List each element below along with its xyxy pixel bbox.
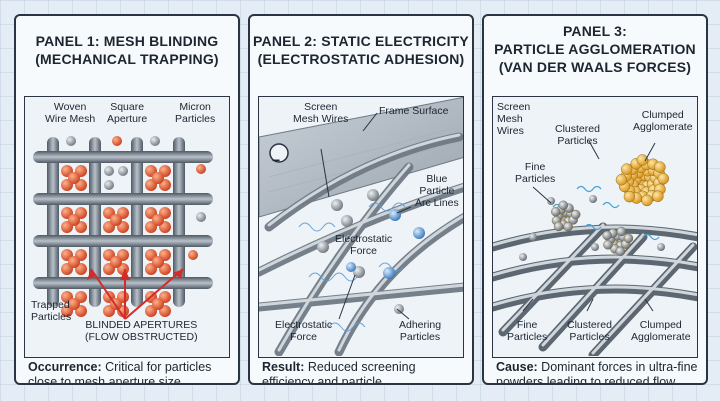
particle [589, 195, 597, 203]
panel-1-caption-text: Critical for particles close to mesh ape… [28, 360, 212, 385]
particle [623, 190, 636, 203]
panel-3-caption-text: Dominant forces in ultra-fine powders le… [496, 360, 698, 385]
particle [563, 221, 573, 232]
particle [68, 214, 80, 226]
particle [551, 207, 561, 217]
panel-2-title: PANEL 2: STATIC ELECTRICITY (ELECTROSTAT… [250, 32, 472, 68]
panel-2-caption-text: Reduced screening efficiency and particl… [262, 360, 416, 385]
panel-1-title-line-2: (MECHANICAL TRAPPING) [35, 51, 219, 67]
label-frame-surface: Frame Surface [379, 105, 449, 117]
particle [112, 136, 122, 146]
particle [68, 172, 80, 184]
panel-3-title-line-3: (VAN DER WAALS FORCES) [498, 59, 692, 75]
particle [152, 214, 164, 226]
panel-3-caption: Cause: Dominant forces in ultra-fine pow… [496, 360, 698, 385]
electrostatic-drawing [259, 97, 463, 356]
particle [652, 190, 664, 202]
panel-2-caption: Result: Reduced screening efficiency and… [262, 360, 464, 385]
particle [623, 233, 634, 244]
particle [620, 163, 633, 175]
particle [615, 246, 626, 257]
panel-2-caption-key: Result: [262, 360, 305, 374]
particle [571, 209, 581, 220]
particle [547, 197, 555, 205]
particle [616, 226, 627, 237]
particle [558, 200, 569, 211]
panel-mesh-blinding: PANEL 1: MESH BLINDING (MECHANICAL TRAPP… [14, 14, 240, 385]
particle [636, 154, 649, 166]
particle [603, 240, 613, 250]
panel-2-title-line-2: (ELECTROSTATIC ADHESION) [257, 51, 465, 67]
particle [104, 180, 114, 190]
particle [657, 243, 665, 251]
particle [66, 136, 76, 146]
particle [110, 256, 122, 268]
label-blinded-apertures: BLINDED APERTURES(FLOW OBSTRUCTED) [85, 319, 198, 343]
panel-3-title: PANEL 3: PARTICLE AGGLOMERATION (VAN DER… [484, 22, 706, 76]
negative-charge-icon: − [272, 152, 281, 168]
panel-3-caption-key: Cause: [496, 360, 538, 374]
particle [68, 298, 80, 310]
panel-1-title: PANEL 1: MESH BLINDING (MECHANICAL TRAPP… [16, 32, 238, 68]
panel-2-title-line-1: PANEL 2: STATIC ELECTRICITY [253, 33, 469, 49]
panel-3-title-line-2: PARTICLE AGGLOMERATION [494, 41, 696, 57]
particle [553, 221, 564, 232]
particle [591, 243, 599, 251]
particle [152, 172, 164, 184]
particle [110, 214, 122, 226]
particle [196, 212, 206, 222]
panel-1-title-line-1: PANEL 1: MESH BLINDING [35, 33, 219, 49]
particle [641, 194, 653, 207]
particle [602, 230, 612, 241]
particle [152, 256, 164, 268]
panel-static-electricity: PANEL 2: STATIC ELECTRICITY (ELECTROSTAT… [248, 14, 474, 385]
particle [657, 172, 669, 185]
mesh-blinding-drawing [33, 136, 213, 320]
particle [654, 161, 666, 173]
particle [118, 166, 128, 176]
particle [152, 298, 164, 310]
particle [150, 136, 160, 146]
particle [196, 164, 206, 174]
panel-1-caption: Occurrence: Critical for particles close… [28, 360, 230, 385]
panel-3-title-line-1: PANEL 3: [562, 23, 628, 39]
particle [615, 174, 628, 186]
particle [188, 250, 198, 260]
particle [519, 253, 527, 261]
panel-1-caption-key: Occurrence: [28, 360, 102, 374]
particle [68, 256, 80, 268]
agglomeration-drawing [493, 140, 697, 356]
particle [104, 166, 114, 176]
particle [529, 233, 537, 241]
panel-particle-agglomeration: PANEL 3: PARTICLE AGGLOMERATION (VAN DER… [482, 14, 708, 385]
